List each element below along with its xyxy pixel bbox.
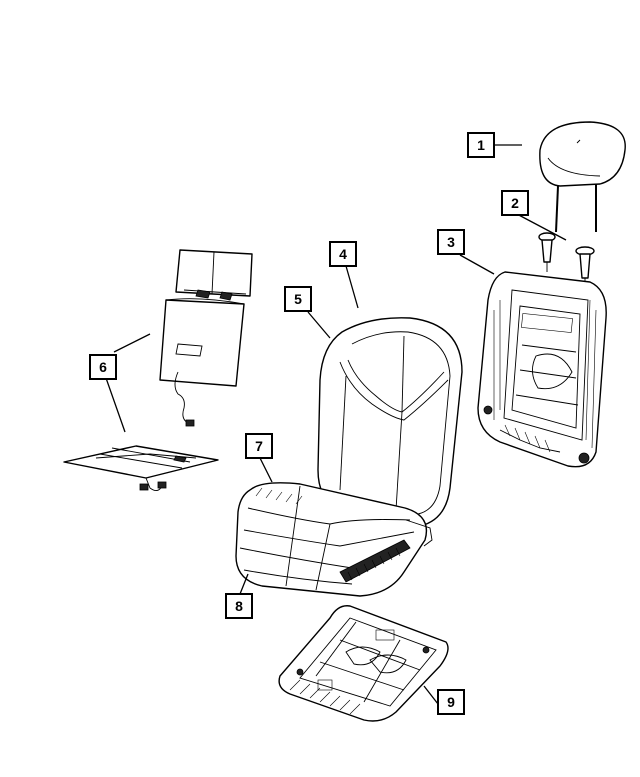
headrest-part bbox=[539, 121, 626, 233]
leader-5 bbox=[307, 311, 331, 339]
callout-5-label: 5 bbox=[294, 291, 302, 307]
leader-7 bbox=[259, 457, 273, 483]
callout-9: 9 bbox=[437, 689, 465, 715]
leader-9 bbox=[423, 685, 439, 705]
seat-back-cover-part bbox=[317, 317, 463, 527]
callout-7: 7 bbox=[245, 433, 273, 459]
callout-1: 1 bbox=[467, 132, 495, 158]
leader-6a bbox=[113, 333, 151, 353]
leader-3 bbox=[459, 254, 495, 275]
seat-cushion-cover-part bbox=[235, 482, 433, 597]
callout-6: 6 bbox=[89, 354, 117, 380]
callout-4: 4 bbox=[329, 241, 357, 267]
callout-2-label: 2 bbox=[511, 195, 519, 211]
callout-6-label: 6 bbox=[99, 359, 107, 375]
leader-2 bbox=[514, 212, 567, 241]
callout-7-label: 7 bbox=[255, 438, 263, 454]
callout-3-label: 3 bbox=[447, 234, 455, 250]
callout-3: 3 bbox=[437, 229, 465, 255]
leader-6b bbox=[105, 377, 126, 433]
callout-8: 8 bbox=[225, 593, 253, 619]
callout-9-label: 9 bbox=[447, 694, 455, 710]
leader-8 bbox=[239, 573, 249, 595]
seat-cushion-frame-part bbox=[278, 605, 449, 722]
callout-1-label: 1 bbox=[477, 137, 485, 153]
callout-4-label: 4 bbox=[339, 246, 347, 262]
leader-lines bbox=[105, 144, 567, 705]
callout-2: 2 bbox=[501, 190, 529, 216]
seat-heater-part bbox=[63, 249, 253, 491]
seat-back-frame-part bbox=[477, 271, 607, 468]
callout-8-label: 8 bbox=[235, 598, 243, 614]
leader-4 bbox=[345, 265, 359, 309]
callout-5: 5 bbox=[284, 286, 312, 312]
